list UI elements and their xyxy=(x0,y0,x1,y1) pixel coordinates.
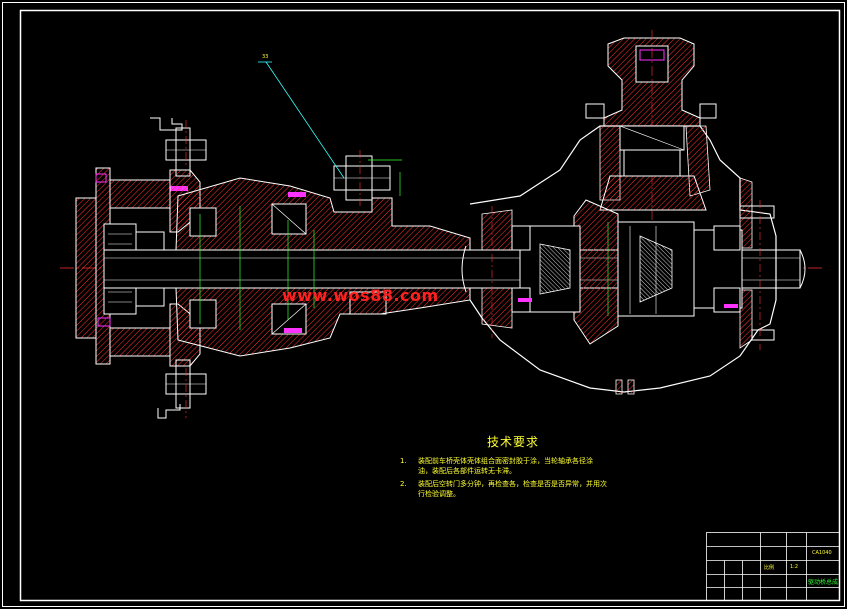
tech-item-2-number: 2. xyxy=(400,480,407,488)
tech-item-1-line1: 装配前车桥壳体壳体组合面密封胶于涂，当轮轴承各径涂 xyxy=(418,457,593,465)
title-block-scale-label: 比例 xyxy=(764,565,775,571)
part-number-label: 33 xyxy=(262,54,269,60)
title-block-model: CA1040 xyxy=(812,550,832,556)
title-block xyxy=(706,532,840,601)
tech-item-2-line2: 行检验调整。 xyxy=(418,490,460,498)
technical-requirements-title: 技术要求 xyxy=(486,435,539,449)
tech-item-2-line1: 装配后空转门多分钟，再检查各，检查是否是否异常，并用次 xyxy=(418,480,607,488)
title-block-scale: 1:2 xyxy=(790,564,799,570)
axle-housing xyxy=(175,155,471,357)
watermark-text: www.wos88.com xyxy=(282,286,439,305)
tech-item-1-number: 1. xyxy=(400,457,407,465)
title-block-drawing-name: 驱动桥总成 xyxy=(808,579,839,586)
final-drive-housing xyxy=(469,30,777,395)
tech-item-1-line2: 油，装配后各部件运转无卡滞。 xyxy=(418,467,516,475)
drawing-frame-inner xyxy=(19,9,841,602)
leader-line xyxy=(265,61,345,179)
